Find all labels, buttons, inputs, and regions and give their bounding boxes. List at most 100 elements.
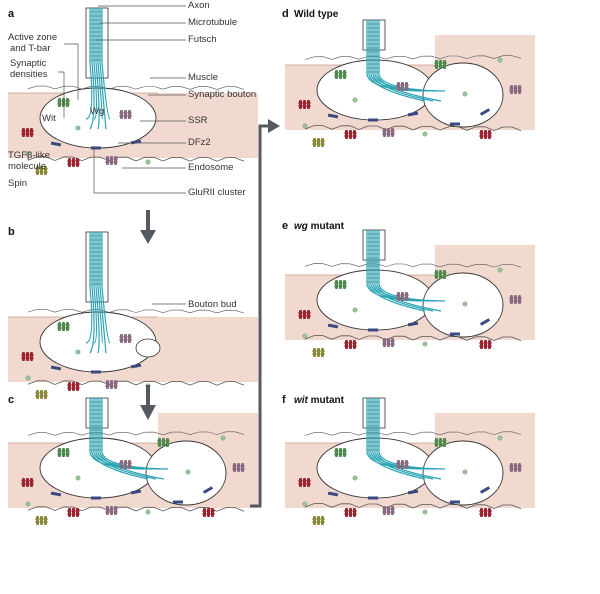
glurii-cluster-bar: [76, 158, 79, 167]
panel-d: [285, 19, 535, 147]
dfz2-receptor-bar: [383, 506, 386, 515]
glurii-cluster-bar: [30, 478, 33, 487]
glurii-cluster-bar: [353, 340, 356, 349]
tgfb-molecule: [462, 469, 468, 475]
glurii-cluster-bar: [207, 508, 210, 517]
microtubule-line: [372, 398, 434, 480]
tgfb-molecule: [422, 131, 428, 137]
label-futsch: Futsch: [188, 34, 217, 45]
wit-receptor-bar: [435, 438, 438, 447]
glurii-cluster: [21, 128, 34, 137]
dfz2-receptor-bar: [397, 82, 400, 91]
dfz2-receptor-bar: [124, 110, 127, 119]
microtubule-line: [93, 232, 98, 344]
wit-receptor-bar: [435, 270, 438, 279]
wit-receptor: [57, 448, 70, 457]
dfz2-receptor-bar: [128, 334, 131, 343]
microtubule-line: [97, 8, 103, 120]
arrows: [140, 119, 280, 508]
dfz2-receptor-bar: [241, 463, 244, 472]
label-ssr: SSR: [188, 115, 208, 126]
dfz2-receptor: [119, 460, 132, 469]
synaptic-density: [91, 496, 101, 500]
dfz2-receptor: [119, 334, 132, 343]
spin-endosome: [312, 138, 325, 147]
spin-endosome-bar: [44, 390, 47, 399]
wit-receptor-bar: [339, 280, 342, 289]
dfz2-receptor-bar: [383, 338, 386, 347]
synaptic-density: [327, 323, 339, 329]
dfz2-receptor-bar: [518, 85, 521, 94]
wit-receptor-bar: [66, 448, 69, 457]
glurii-cluster-bar: [211, 508, 214, 517]
glurii-cluster-bar: [68, 382, 71, 391]
tgfb-molecule: [462, 301, 468, 307]
microtubule-line: [93, 8, 98, 120]
dfz2-receptor-bar: [233, 463, 236, 472]
wit-receptor-bar: [158, 438, 161, 447]
label-synaptic: Synaptic: [10, 58, 47, 69]
glurii-cluster-bar: [299, 478, 302, 487]
dfz2-receptor: [382, 128, 395, 137]
dfz2-receptor-bar: [391, 506, 394, 515]
glurii-cluster-bar: [30, 128, 33, 137]
synaptic-density: [130, 363, 142, 369]
glurii-cluster-bar: [299, 100, 302, 109]
spin-endosome: [35, 166, 48, 175]
glurii-cluster: [479, 130, 492, 139]
spin-endosome-bar: [321, 348, 324, 357]
microtubule-line: [376, 20, 442, 102]
glurii-cluster-bar: [72, 382, 75, 391]
wit-receptor: [157, 438, 170, 447]
tgfb-molecule: [145, 509, 151, 515]
glurii-cluster-bar: [68, 158, 71, 167]
synaptic-density: [407, 321, 419, 327]
dfz2-receptor: [396, 460, 409, 469]
glurii-cluster-bar: [307, 100, 310, 109]
dfz2-receptor-bar: [514, 295, 517, 304]
label-glurii-cluster: GluRII cluster: [188, 187, 246, 198]
dfz2-receptor-bar: [237, 463, 240, 472]
glurii-cluster-bar: [349, 508, 352, 517]
panel-f: [285, 397, 535, 525]
spin-endosome-bar: [40, 516, 43, 525]
tgfb-molecule: [422, 341, 428, 347]
glurii-cluster: [67, 158, 80, 167]
panel-f-rest: mutant: [308, 395, 345, 406]
dfz2-receptor-bar: [405, 292, 408, 301]
dfz2-receptor-bar: [383, 128, 386, 137]
tgfb-molecule: [25, 501, 31, 507]
synaptic-density: [202, 486, 214, 494]
glurii-cluster: [202, 508, 215, 517]
wit-receptor-bar: [443, 60, 446, 69]
tgfb-molecule: [185, 469, 191, 475]
tgfb-molecule: [497, 267, 503, 273]
microtubule-line: [368, 20, 426, 102]
glurii-cluster-bar: [26, 128, 29, 137]
tgfb-molecule: [352, 307, 358, 313]
wit-receptor-bar: [343, 70, 346, 79]
spin-endosome-bar: [313, 138, 316, 147]
glurii-cluster-bar: [480, 340, 483, 349]
dfz2-receptor: [382, 338, 395, 347]
microtubule-line: [91, 398, 149, 480]
synaptic-density: [479, 318, 491, 326]
panel-f-letter: f: [282, 394, 286, 406]
synaptic-density: [368, 328, 378, 332]
panel-e: [285, 229, 535, 357]
dfz2-receptor-bar: [401, 292, 404, 301]
dfz2-receptor: [396, 82, 409, 91]
tgfb-molecule: [302, 333, 308, 339]
microtubule-line: [101, 8, 111, 120]
panel-d-letter: d: [282, 8, 289, 20]
glurii-cluster: [21, 352, 34, 361]
wit-receptor: [434, 60, 447, 69]
glurii-cluster: [298, 100, 311, 109]
label-spin: Spin: [8, 178, 27, 189]
glurii-cluster-bar: [484, 508, 487, 517]
wit-receptor: [334, 448, 347, 457]
dfz2-receptor-bar: [387, 338, 390, 347]
dfz2-receptor-bar: [114, 380, 117, 389]
glurii-cluster-bar: [484, 130, 487, 139]
dfz2-receptor-bar: [120, 334, 123, 343]
